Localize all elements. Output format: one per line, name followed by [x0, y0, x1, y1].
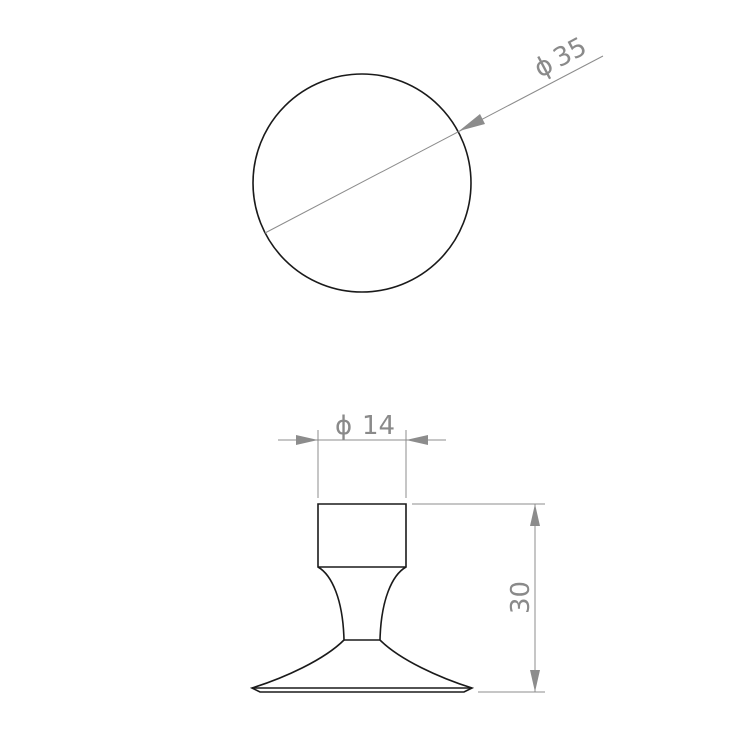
diameter-14-arrowhead-left: [296, 435, 318, 445]
height-30-arrowhead-bottom: [530, 670, 540, 692]
diameter-35-value: 35: [549, 32, 592, 74]
diameter-35-label: ϕ 35: [529, 32, 592, 84]
diameter-35-leader: [264, 55, 604, 234]
diameter-14-symbol: ϕ: [335, 411, 352, 441]
diameter-14-value: 14: [362, 411, 395, 441]
diameter-35-arrowhead: [459, 114, 485, 131]
height-30-value: 30: [506, 581, 536, 614]
top-view: ϕ 35: [252, 32, 604, 293]
diameter-14-arrowhead-right: [406, 435, 428, 445]
height-30-arrowhead-top: [530, 504, 540, 526]
knob-side-outline: [249, 503, 475, 693]
side-view: ϕ 14 30: [249, 411, 545, 693]
knob-top-outline: [252, 73, 472, 293]
